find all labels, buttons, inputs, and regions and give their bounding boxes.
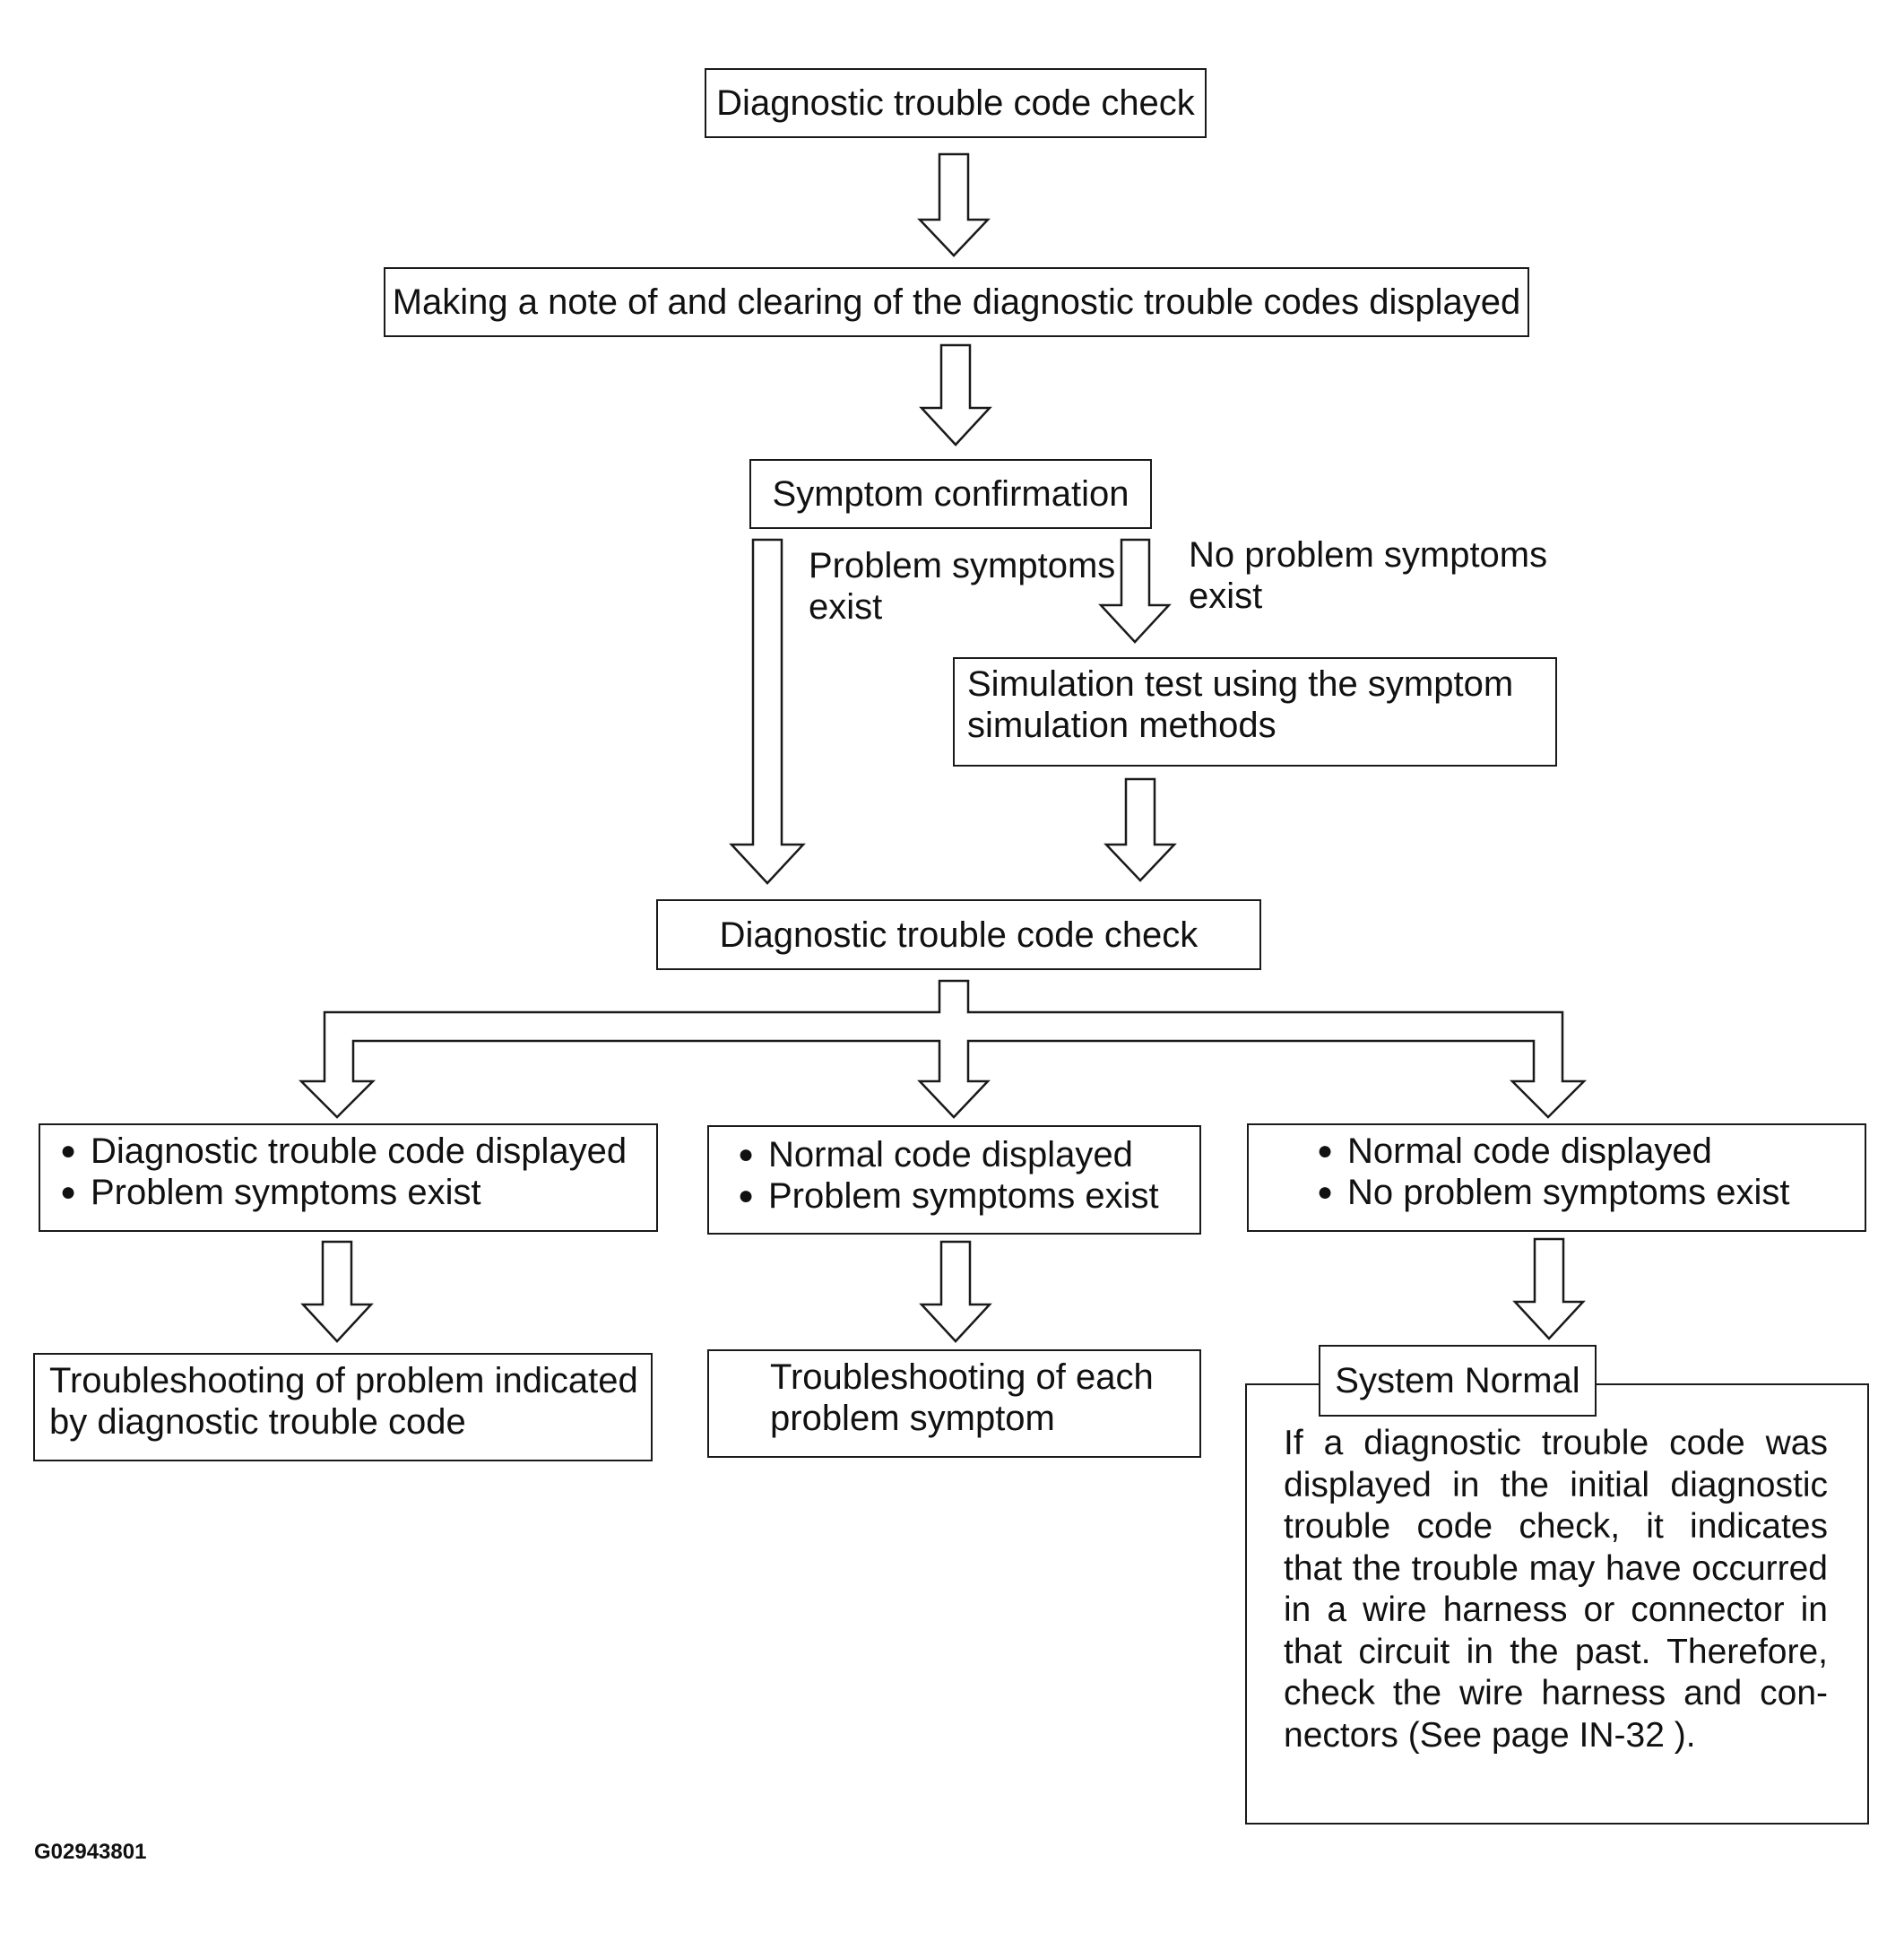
arrow-down-1 (917, 152, 991, 257)
action-line: by diagnostic trouble code (49, 1402, 466, 1442)
step-note-and-clear-codes-label: Making a note of and clearing of the dia… (392, 282, 1521, 322)
step-dtc-check-initial: Diagnostic trouble code check (705, 68, 1207, 138)
branch-label-line: No problem symptoms (1189, 535, 1548, 575)
arrow-down-simulation (1103, 777, 1177, 882)
branch-label-line: Problem symptoms (809, 546, 1116, 585)
bullet-item: Diagnostic trouble code displayed (60, 1131, 656, 1172)
step-dtc-check-second: Diagnostic trouble code check (656, 899, 1261, 970)
action-line: problem symptom (770, 1399, 1055, 1438)
action-troubleshoot-by-dtc: Troubleshooting of problem indicated by … (33, 1353, 653, 1461)
branch-label-line: exist (1189, 576, 1263, 616)
system-normal-title-box: System Normal (1319, 1345, 1597, 1417)
action-line: Troubleshooting of problem indicated (49, 1361, 638, 1400)
result-normal-code-problem-exists: Normal code displayed Problem symptoms e… (707, 1125, 1201, 1235)
bullet-item: No problem symptoms exist (1317, 1172, 1865, 1213)
arrow-down-left (300, 1240, 374, 1343)
action-line: Troubleshooting of each (770, 1357, 1154, 1397)
bullet-item: Problem symptoms exist (60, 1172, 656, 1213)
arrow-down-no-problem-symptoms (1098, 538, 1172, 644)
action-troubleshoot-each-symptom: Troubleshooting of each problem symptom (707, 1349, 1201, 1458)
result-dtc-displayed-problem-exists: Diagnostic trouble code displayed Proble… (39, 1123, 658, 1232)
branch-label-line: exist (809, 587, 883, 627)
arrow-down-middle (919, 1240, 992, 1343)
step-symptom-confirmation-label: Symptom confirmation (772, 474, 1129, 514)
result-normal-code-no-problem: Normal code displayed No problem symptom… (1247, 1123, 1866, 1232)
arrow-split-three-way (298, 979, 1588, 1119)
system-normal-note: If a diagnostic trouble code was display… (1284, 1424, 1828, 1755)
simulation-line: simulation methods (967, 706, 1277, 745)
step-dtc-check-second-label: Diagnostic trouble code check (719, 914, 1199, 955)
simulation-line: Simulation test using the symptom (967, 664, 1514, 704)
branch-label-problem-symptoms-exist: Problem symptoms exist (809, 545, 1115, 628)
bullet-item: Normal code displayed (1317, 1131, 1865, 1172)
step-dtc-check-initial-label: Diagnostic trouble code check (716, 83, 1195, 123)
bullet-item: Normal code displayed (738, 1134, 1199, 1175)
arrow-down-2 (919, 343, 992, 446)
branch-label-no-problem-symptoms-exist: No problem symptoms exist (1189, 534, 1547, 617)
step-simulation-test: Simulation test using the symptom simula… (953, 657, 1557, 767)
arrow-down-problem-symptoms (729, 538, 806, 885)
system-normal-panel: If a diagnostic trouble code was display… (1245, 1383, 1869, 1825)
arrow-down-right (1512, 1237, 1586, 1340)
system-normal-title: System Normal (1335, 1361, 1580, 1400)
bullet-item: Problem symptoms exist (738, 1175, 1199, 1217)
step-symptom-confirmation: Symptom confirmation (749, 459, 1152, 529)
figure-id: G02943801 (34, 1840, 147, 1864)
step-note-and-clear-codes: Making a note of and clearing of the dia… (384, 267, 1529, 337)
